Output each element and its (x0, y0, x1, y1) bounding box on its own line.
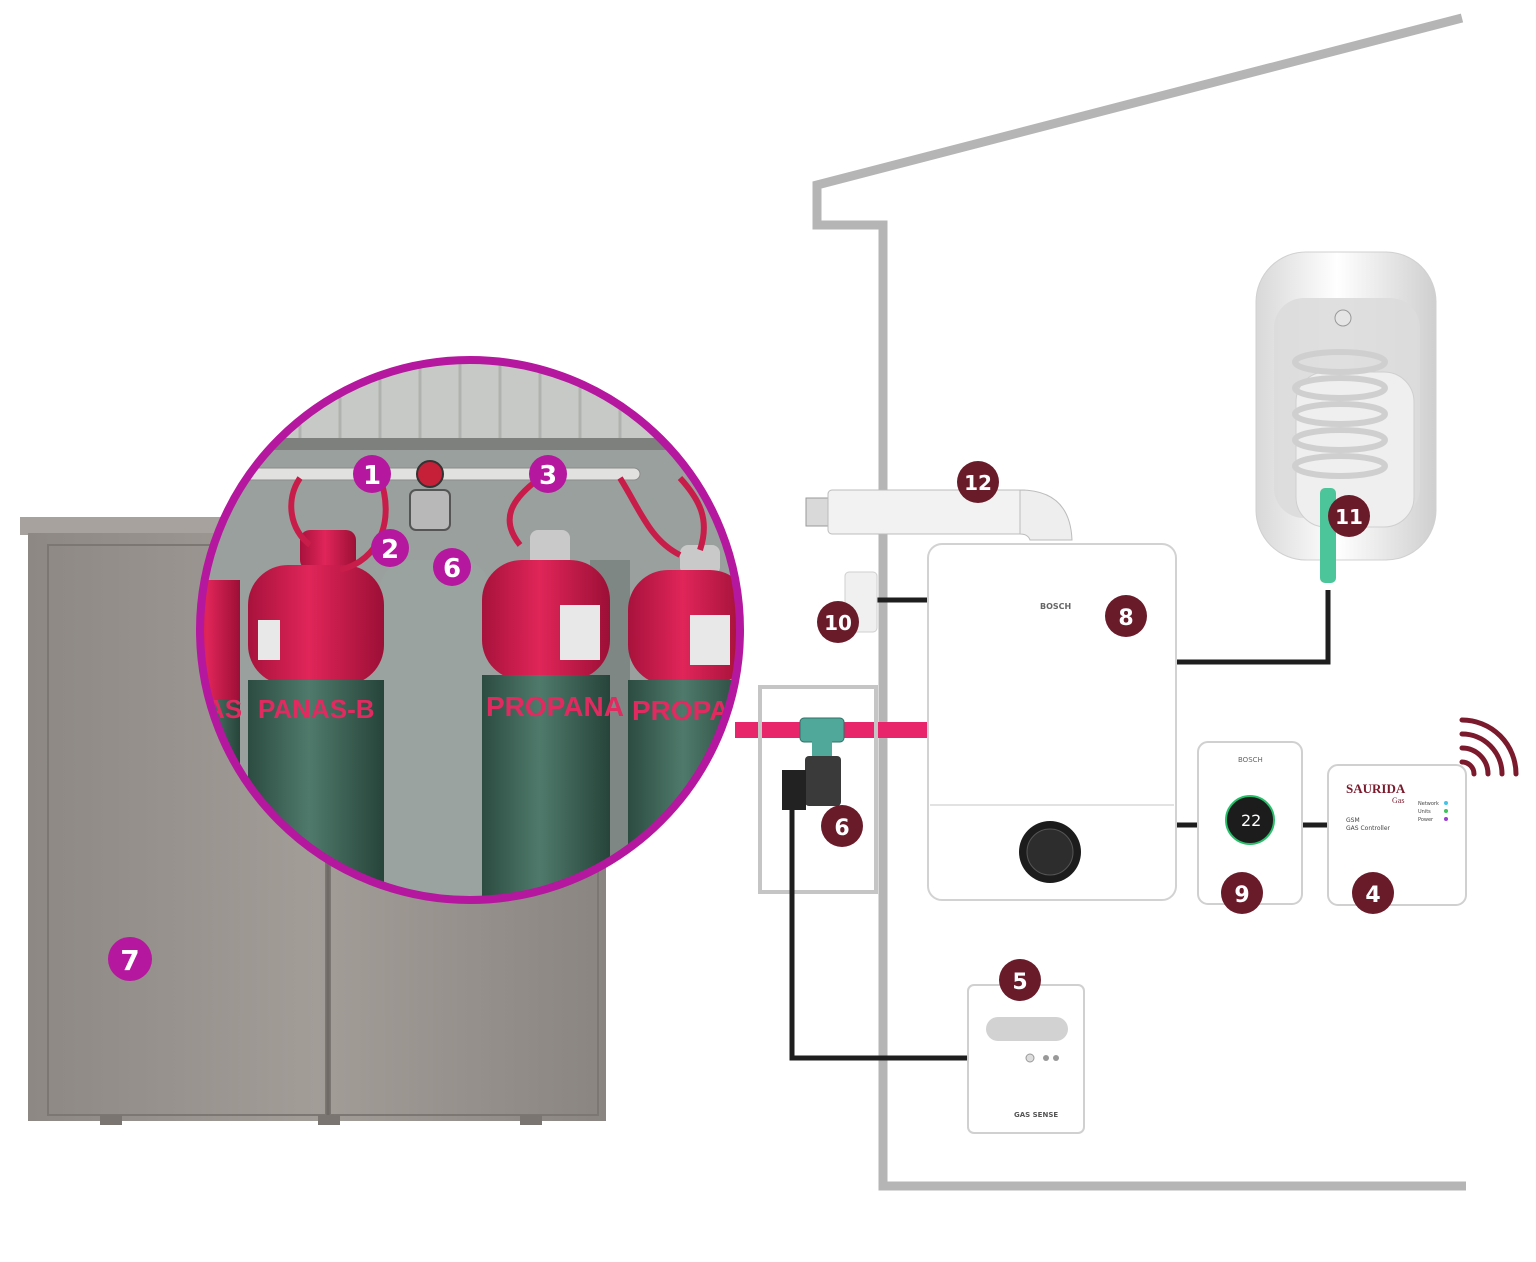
svg-text:7: 7 (120, 944, 139, 977)
controller-led-units: Units (1418, 809, 1431, 815)
marker-6-zoom: 6 (433, 548, 471, 586)
svg-text:12: 12 (964, 471, 992, 495)
cylinder-label-3: PROPANA (486, 691, 624, 722)
svg-text:6: 6 (834, 816, 849, 841)
controller-model: GSM (1346, 817, 1360, 824)
gsm-gas-controller: SAURIDA Gas GSM GAS Controller Network U… (1327, 764, 1467, 906)
thermostat-brand: BOSCH (1238, 756, 1263, 764)
svg-text:4: 4 (1365, 883, 1380, 908)
svg-text:1: 1 (363, 461, 381, 491)
marker-7: 7 (108, 937, 152, 981)
controller-brand: SAURIDA (1346, 781, 1406, 796)
controller-led-power: Power (1418, 817, 1434, 823)
svg-text:9: 9 (1234, 883, 1249, 908)
svg-text:6: 6 (443, 554, 461, 584)
marker-1: 1 (353, 455, 391, 493)
svg-text:8: 8 (1118, 606, 1133, 631)
controller-led-network: Network (1418, 801, 1439, 807)
house-outline (812, 13, 1466, 1191)
valve-highlight-box (758, 685, 878, 894)
marker-5: 5 (999, 959, 1041, 1001)
cylinder-label-2: PANAS-B (258, 694, 375, 724)
marker-10: 10 (817, 601, 859, 643)
marker-11: 11 (1328, 495, 1370, 537)
marker-3: 3 (529, 455, 567, 493)
thermostat-temp: 22 (1241, 811, 1261, 830)
marker-6-valve: 6 (821, 805, 863, 847)
marker-8: 8 (1105, 595, 1147, 637)
svg-text:11: 11 (1335, 505, 1363, 529)
wireless-signal-icon (1459, 717, 1519, 777)
svg-text:2: 2 (381, 535, 399, 565)
cables (789, 590, 1331, 1061)
cylinder-label-4: PROPA (632, 695, 730, 726)
controller-brand-sub: Gas (1392, 796, 1404, 805)
svg-text:5: 5 (1012, 970, 1027, 995)
bosch-boiler: BOSCH (927, 543, 1177, 901)
marker-9: 9 (1221, 872, 1263, 914)
solenoid-valve (782, 717, 845, 810)
controller-name: GAS Controller (1346, 825, 1391, 832)
marker-2: 2 (371, 529, 409, 567)
flue-pipe (805, 489, 1073, 541)
marker-4: 4 (1352, 872, 1394, 914)
marker-12: 12 (957, 461, 999, 503)
boiler-brand: BOSCH (1040, 602, 1071, 611)
gas-sense-brand: GAS SENSE (1014, 1111, 1058, 1119)
gas-sense-detector: GAS SENSE (967, 984, 1085, 1134)
svg-text:3: 3 (539, 461, 557, 491)
svg-text:10: 10 (824, 611, 852, 635)
